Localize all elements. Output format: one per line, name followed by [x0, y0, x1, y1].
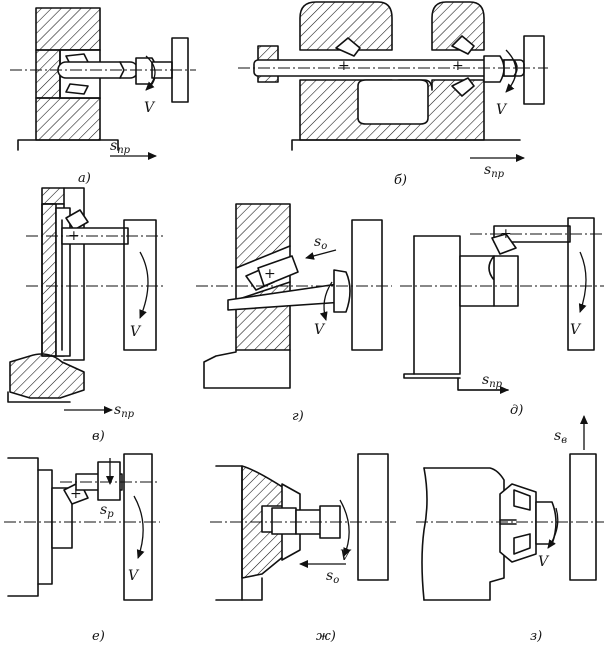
panel-z: sв V з) — [416, 415, 604, 644]
panel-a: V sпр а) — [10, 7, 196, 186]
workpiece — [421, 467, 505, 601]
panel-letter: а) — [78, 171, 91, 186]
rotation-arrow — [578, 251, 587, 313]
svg-text:+: + — [338, 58, 350, 74]
boring-bar: + — [227, 255, 351, 313]
feed-arrow — [305, 249, 337, 260]
panel-d: + V sпр д) — [400, 217, 604, 418]
panel-letter: в) — [92, 429, 105, 444]
spindle — [567, 217, 595, 351]
feed-label: sпр — [110, 138, 131, 156]
rotation-arrow — [505, 49, 517, 93]
rotation-arrow — [547, 507, 559, 549]
rotation-arrow — [145, 55, 156, 91]
speed-label: V — [340, 548, 352, 564]
spindle — [357, 453, 389, 581]
panel-e: + sр V е) — [4, 453, 160, 644]
cutter-head — [499, 483, 557, 563]
panel-v: + V sпр в) — [7, 187, 166, 444]
rotation-arrow — [319, 281, 333, 321]
speed-label: V — [144, 100, 156, 116]
speed-label: V — [130, 324, 142, 340]
spindle — [123, 219, 157, 351]
panel-letter: е) — [92, 629, 105, 644]
panel-letter: д) — [510, 403, 523, 418]
speed-label: V — [128, 568, 140, 584]
panel-letter: б) — [394, 173, 407, 188]
speed-label: V — [570, 322, 582, 338]
panel-g: + sо V г) — [196, 203, 392, 424]
rotation-arrow — [133, 495, 145, 559]
svg-text:+: + — [452, 58, 464, 74]
feed-label: sо — [326, 568, 339, 586]
boring-bar: + — [63, 458, 123, 505]
panel-b: + + V sпр б) — [238, 1, 548, 188]
panel-letter: ж) — [316, 629, 336, 644]
svg-text:+: + — [264, 266, 276, 282]
boring-bar: + — [61, 209, 129, 245]
speed-label: V — [538, 554, 550, 570]
rotation-arrow — [339, 499, 351, 557]
feed-label: sпр — [114, 402, 135, 420]
feed-label: sпр — [484, 162, 505, 180]
boring-bar — [57, 53, 157, 95]
rotation-arrow — [139, 251, 149, 319]
workpiece — [403, 235, 519, 379]
spindle — [569, 453, 597, 581]
spindle — [123, 453, 153, 601]
speed-label: V — [496, 102, 508, 118]
panel-zh: V sо ж) — [210, 453, 396, 644]
spindle — [483, 35, 545, 105]
feed-label: sо — [314, 234, 327, 252]
feed-label: sв — [554, 428, 567, 446]
workpiece — [7, 187, 85, 403]
workpiece — [7, 457, 73, 597]
boring-bar: + — [491, 225, 571, 255]
svg-text:+: + — [70, 486, 82, 502]
panel-letter: г) — [292, 409, 304, 424]
workpiece — [17, 7, 119, 151]
speed-label: V — [314, 322, 326, 338]
feed-label: sр — [100, 502, 114, 520]
spindle — [351, 219, 383, 351]
feed-label: sпр — [482, 372, 503, 390]
fixture — [291, 1, 521, 151]
panel-letter: з) — [530, 629, 542, 644]
